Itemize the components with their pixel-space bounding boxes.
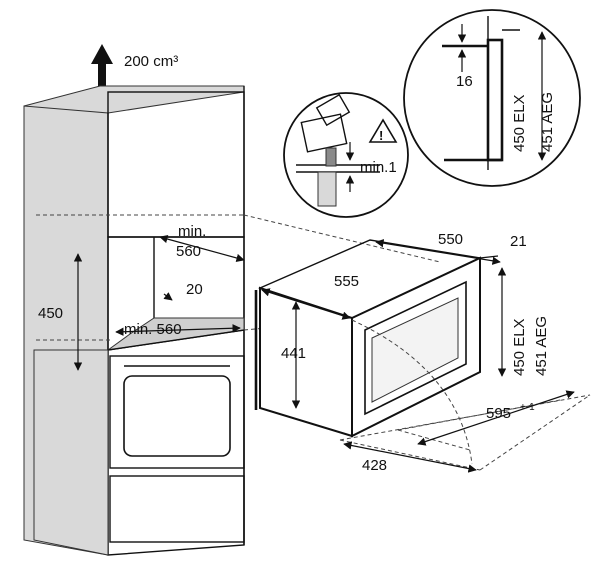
ventilation-label: 200 cm³ [124,53,178,70]
front-thickness-label: 21 [510,233,527,250]
detail-gap-label: 16 [456,73,473,90]
unit-depth-label: 550 [438,231,463,248]
microwave-unit [254,239,483,465]
unit-height-label: 441 [281,345,306,362]
warning-icon: ! [368,118,398,143]
detail-gap-circle [403,9,581,187]
unit-height-elx-label: 450 ELX [511,318,528,376]
body-width-label: 428 [362,457,387,474]
cabinet-depth-min-label: min. [178,223,206,240]
detail-min-circle: ! [283,92,409,218]
unit-side-depth-label: 555 [334,273,359,290]
unit-dimensions [261,239,575,473]
warning-symbol: ! [379,128,383,143]
unit-height-aeg-label: 451 AEG [533,316,550,376]
hand-screw-icon [296,93,380,207]
cabinet-depth-value-label: 560 [176,243,201,260]
detail-height-aeg-label: 451 AEG [539,92,556,152]
ventilation-arrow-icon [91,44,113,88]
niche-height-label: 450 [38,305,63,322]
cabinet-dimensions [73,234,245,371]
detail-min-label: min.1 [360,159,397,176]
gap-20-label: 20 [186,281,203,298]
unit-width-tolerance-label: +-1 [520,402,535,413]
cabinet-width-min-label: min. 560 [124,321,182,338]
unit-width-label: 595 [486,405,511,422]
detail-height-elx-label: 450 ELX [511,94,528,152]
